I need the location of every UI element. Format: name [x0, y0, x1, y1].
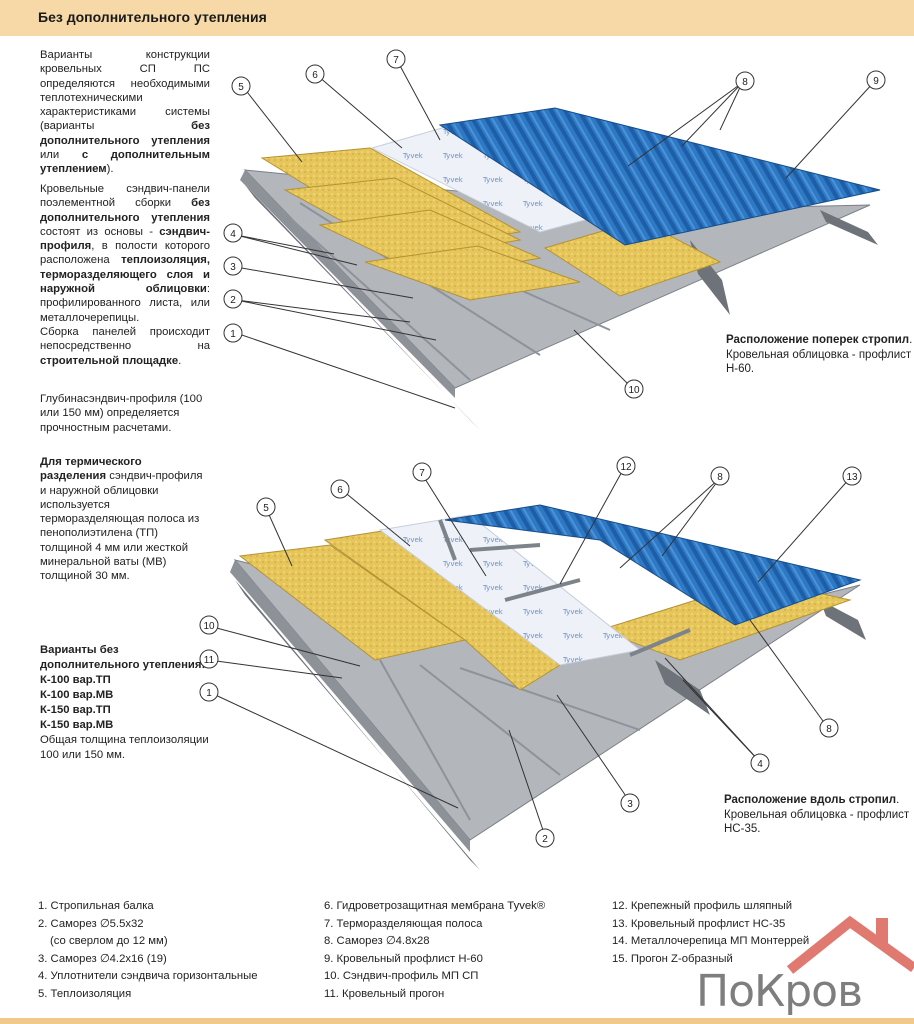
bottom-band [0, 1018, 914, 1024]
callout-circle [735, 71, 755, 91]
callout-circle [223, 256, 243, 276]
legend-item: 4. Уплотнители сэндвича горизонтальные [38, 970, 258, 982]
rafter-beam [820, 210, 878, 245]
callout-circle [386, 49, 406, 69]
callouts-top: 5 6 7 8 9 4 3 2 1 10 [223, 49, 886, 399]
intro-paragraph-1: Варианты конструкции кровельных СП ПС оп… [40, 49, 210, 176]
legend-item: 8. Саморез ∅4.8x28 [324, 935, 430, 947]
legend-item: 1. Стропильная балка [38, 900, 154, 912]
callout-number: 3 [627, 799, 633, 810]
callout-circle [819, 718, 839, 738]
callout-circle [624, 379, 644, 399]
rafter-beam [820, 600, 866, 640]
variant-item: К-150 вар.МВ [40, 719, 114, 731]
callout-number: 4 [757, 759, 763, 770]
legend-item: 13. Кровельный профлист НС-35 [612, 917, 786, 930]
legend-item: 6. Гидроветрозащитная мембрана Tyvek® [324, 900, 546, 912]
legend-item: 15. Прогон Z-образный [612, 952, 733, 965]
insulation-strip [364, 245, 581, 301]
legend-column-2: 6. Гидроветрозащитная мембрана Tyvek® 7.… [324, 898, 545, 1003]
callout-circle [330, 479, 350, 499]
callout-number: 5 [263, 503, 269, 514]
legend-item: 5. Теплоизоляция [38, 987, 132, 1000]
caption-top: Расположение поперек стропил. Кровельная… [726, 334, 913, 375]
page-title: Без дополнительного утепления [38, 9, 267, 25]
sandwich-profile-side [230, 560, 470, 852]
legend-item: 14. Металлочерепица МП Монтеррей [612, 935, 810, 947]
sandwich-profile-side [240, 170, 455, 398]
intro-paragraph-4: Для термического разделения сэндвич-проф… [40, 456, 203, 583]
variant-item: К-150 вар.ТП [40, 704, 111, 716]
callout-number: 11 [204, 655, 215, 666]
callout-circle [710, 466, 730, 486]
legend-item: 11. Кровельный прогон [324, 987, 445, 1000]
callout-circle [866, 70, 886, 90]
callout-circle [620, 793, 640, 813]
variants-note: Общая толщина теплоизоляции 100 или 150 … [40, 734, 209, 761]
legend-item: 10. Сэндвич-профиль МП СП [324, 970, 479, 982]
callout-number: 7 [419, 468, 425, 479]
logo-text: ПоКров [696, 966, 863, 1017]
header-band [0, 0, 914, 36]
callout-number: 3 [230, 262, 236, 273]
callout-circle [223, 223, 243, 243]
intro-paragraph-3: Глубинасэндвич-профиля (100 или 150 мм) … [40, 393, 203, 434]
rafter-beam [655, 660, 710, 715]
callout-circle [750, 753, 770, 773]
variant-item: К-100 вар.МВ [40, 689, 114, 701]
callout-number: 6 [337, 485, 343, 496]
legend-item: 7. Терморазделяющая полоса [324, 917, 483, 930]
legend-item: 2. Саморез ∅5.5x32 [38, 917, 144, 930]
variant-item: К-100 вар.ТП [40, 674, 111, 686]
bottom-diagram [230, 504, 866, 870]
callout-circle [199, 649, 219, 669]
callout-number: 13 [846, 472, 858, 483]
callout-number: 5 [238, 82, 244, 93]
caption-bottom: Расположение вдоль стропил. Кровельная о… [724, 794, 910, 835]
variants-title: Варианты без дополнительного утепления: [40, 644, 206, 671]
callout-number: 9 [873, 76, 879, 87]
roof-profiled-sheet [444, 504, 862, 626]
callout-circle [256, 497, 276, 517]
callout-number: 1 [230, 329, 236, 340]
top-diagram [240, 107, 881, 430]
callout-number: 8 [826, 724, 832, 735]
callout-circle [199, 682, 219, 702]
legend-column-3: 12. Крепежный профиль шляпный 13. Кровел… [612, 898, 809, 968]
callout-number: 8 [742, 77, 748, 88]
legend-column-1: 1. Стропильная балка 2. Саморез ∅5.5x32 … [38, 898, 258, 1003]
callout-number: 10 [628, 385, 640, 396]
callout-number: 8 [717, 472, 723, 483]
callout-circle [199, 615, 219, 635]
callout-number: 2 [230, 295, 236, 306]
callout-circle [616, 456, 636, 476]
callout-circle [231, 76, 251, 96]
intro-paragraph-2: Кровельные сэндвич-панели поэлементной с… [40, 183, 210, 367]
legend-item: 3. Саморез ∅4.2x16 (19) [38, 952, 167, 965]
callout-circle [412, 462, 432, 482]
callout-circle [842, 466, 862, 486]
legend-item: (со сверлом до 12 мм) [50, 935, 168, 947]
legend-item: 12. Крепежный профиль шляпный [612, 900, 793, 912]
callout-number: 7 [393, 55, 399, 66]
callout-number: 2 [542, 834, 548, 845]
callout-number: 6 [312, 70, 318, 81]
callout-number: 4 [230, 229, 236, 240]
callout-number: 12 [620, 462, 632, 473]
callout-circle [535, 828, 555, 848]
callout-number: 10 [203, 621, 215, 632]
roof-profiled-sheet [438, 107, 881, 246]
variants-block: Варианты без дополнительного утепления: … [40, 643, 210, 763]
callout-circle [305, 64, 325, 84]
legend-item: 9. Кровельный профлист Н-60 [324, 952, 483, 965]
callout-circle [223, 289, 243, 309]
callout-circle [223, 323, 243, 343]
callout-number: 1 [206, 688, 212, 699]
